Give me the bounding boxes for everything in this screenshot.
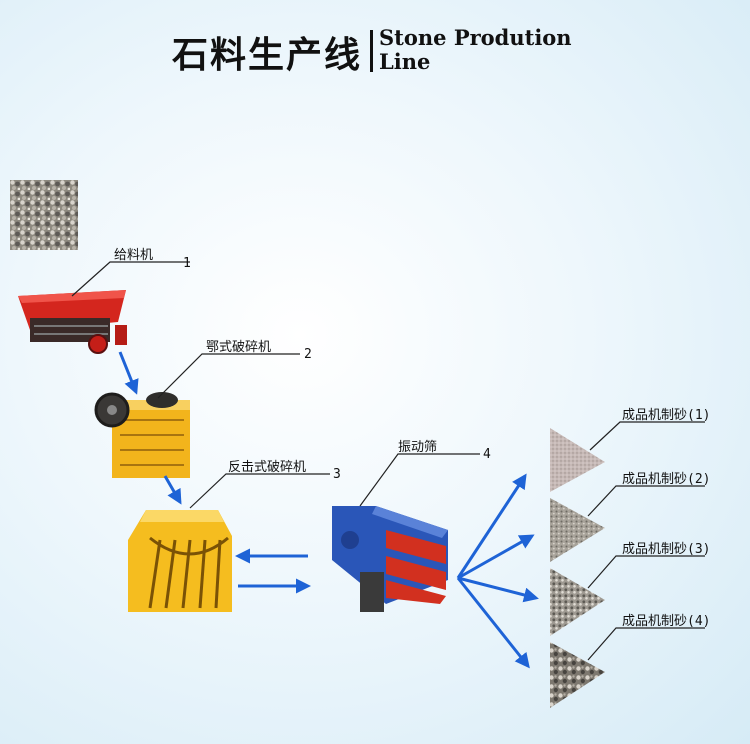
flow-arrow-jaw-to-impact: [163, 475, 182, 505]
leader-line-2: [157, 353, 300, 399]
leader-line-1: [71, 261, 190, 297]
leader-line-p3: [587, 555, 705, 589]
feeder-machine: [18, 290, 127, 354]
flow-arrow-to-product-3: [457, 576, 539, 603]
label-product-3: 成品机制砂(3): [622, 538, 711, 557]
product-pile-2: [550, 498, 605, 562]
title-chinese: 石料生产线: [172, 34, 363, 76]
label-jaw-crusher: 鄂式破碎机: [206, 340, 272, 355]
title-english-line1: Stone Prodution: [379, 25, 572, 50]
flow-arrow-to-product-4: [456, 577, 530, 669]
product-4-name: 成品机制砂: [622, 614, 688, 629]
title-english-line2: Line: [379, 49, 431, 74]
product-pile-3: [550, 568, 605, 636]
number-vibrating-screen: 4: [483, 447, 491, 462]
jaw-crusher-machine: [94, 392, 190, 478]
label-product-2: 成品机制砂(2): [622, 468, 711, 487]
title-divider: [370, 30, 373, 72]
number-feeder: 1: [183, 256, 191, 271]
leader-line-p1: [589, 421, 705, 451]
number-jaw-crusher: 2: [304, 347, 312, 362]
label-impact-crusher: 反击式破碎机: [228, 460, 307, 475]
label-product-1: 成品机制砂(1): [622, 404, 711, 423]
product-2-number: (2): [687, 472, 711, 487]
flow-arrow-to-product-1: [456, 473, 527, 579]
product-1-name: 成品机制砂: [622, 408, 688, 423]
leader-line-p2: [587, 485, 705, 517]
product-2-name: 成品机制砂: [622, 472, 688, 487]
label-feeder: 给料机: [114, 248, 154, 263]
title-english: Stone Prodution Line: [379, 26, 599, 74]
leader-line-3: [189, 473, 330, 509]
label-product-4: 成品机制砂(4): [622, 610, 711, 629]
impact-crusher-machine: [128, 510, 232, 612]
leader-line-4: [359, 453, 480, 507]
product-3-number: (3): [687, 542, 711, 557]
product-pile-4: [550, 642, 605, 708]
product-pile-1: [550, 428, 605, 492]
raw-stone-image: [10, 180, 78, 250]
flow-arrow-to-product-2: [457, 534, 535, 580]
product-4-number: (4): [687, 614, 711, 629]
label-vibrating-screen: 振动筛: [398, 440, 438, 455]
leader-line-p4: [587, 627, 705, 661]
product-3-name: 成品机制砂: [622, 542, 688, 557]
flow-arrow-feeder-to-jaw: [118, 351, 139, 395]
number-impact-crusher: 3: [333, 467, 341, 482]
product-1-number: (1): [687, 408, 711, 423]
vibrating-screen-machine: [332, 506, 448, 612]
